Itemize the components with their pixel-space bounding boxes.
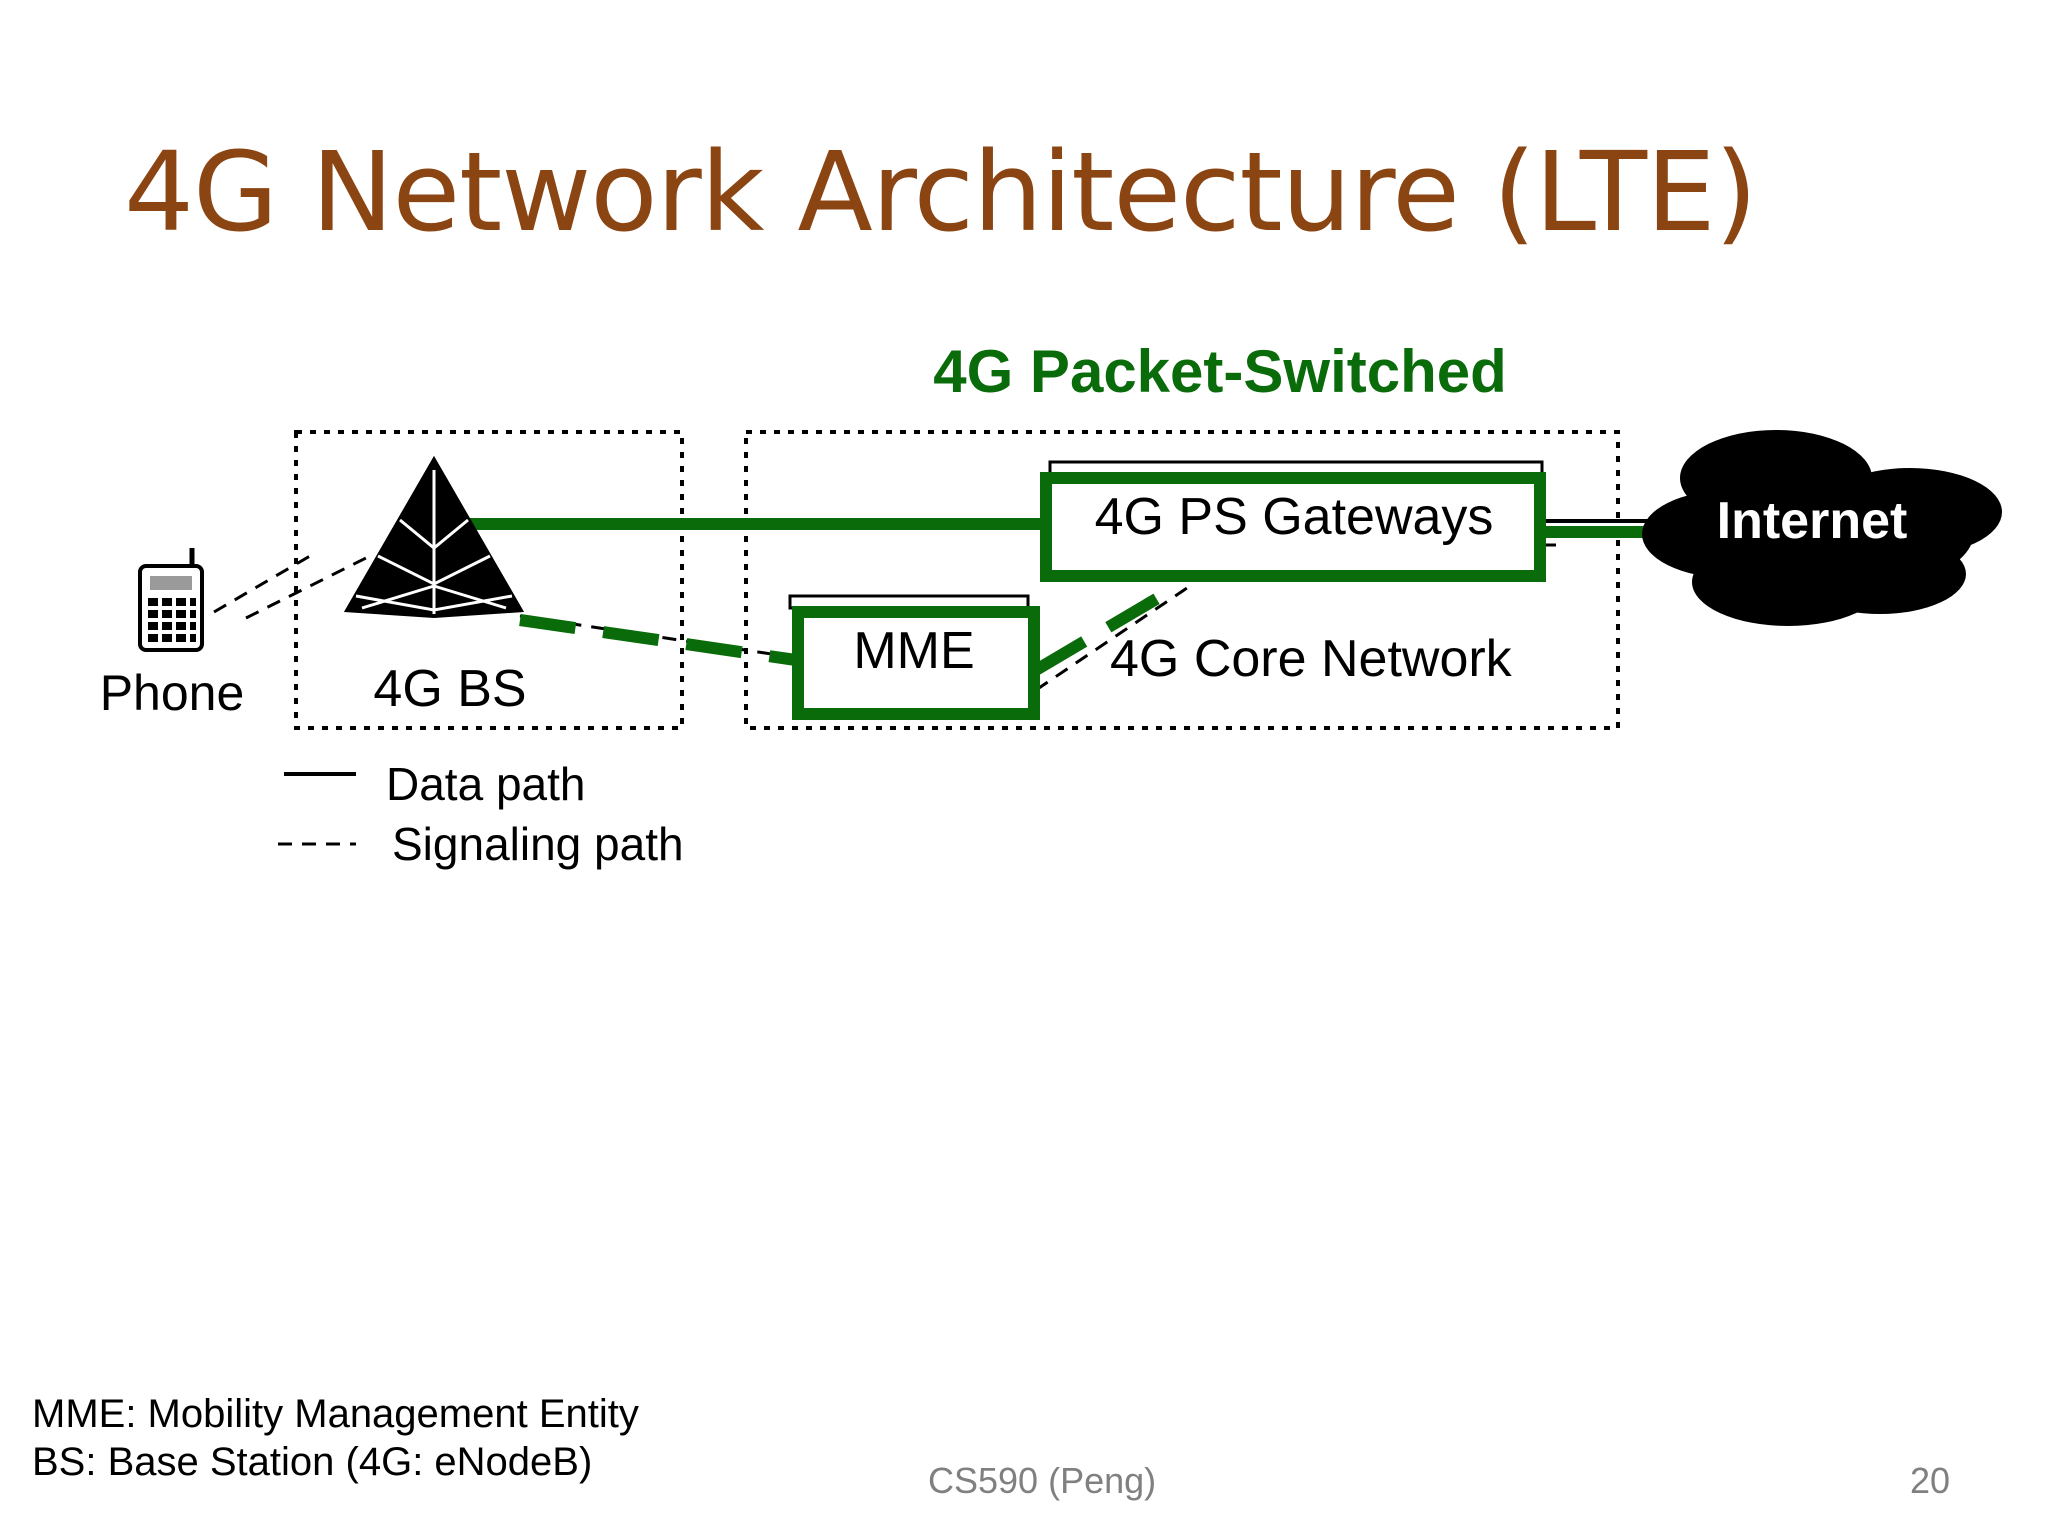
- internet-label: Internet: [1717, 492, 1908, 550]
- packet-switched-label: 4G Packet-Switched: [933, 338, 1507, 405]
- legend-signaling-path-label: Signaling path: [392, 818, 684, 870]
- core-network-area: [744, 430, 1620, 730]
- mme-label: MME: [853, 622, 974, 680]
- footnote-mme: MME: Mobility Management Entity: [32, 1392, 639, 1436]
- page-number: 20: [1910, 1460, 1951, 1501]
- gateways-label: 4G PS Gateways: [1095, 488, 1494, 546]
- footer-course: CS590 (Peng): [928, 1460, 1157, 1501]
- base-station-area: [294, 430, 684, 730]
- phone-icon: [138, 548, 204, 652]
- phone-label: Phone: [100, 665, 245, 721]
- mme-box: [788, 594, 1040, 720]
- signaling-path-bs-mme: [519, 614, 797, 666]
- slide-title: 4G Network Architecture (LTE): [124, 128, 1757, 256]
- base-station-icon: [344, 456, 524, 618]
- cloud-icon: [1642, 430, 2002, 626]
- legend-data-path-label: Data path: [386, 758, 585, 810]
- core-network-label: 4G Core Network: [1110, 630, 1513, 688]
- base-station-label: 4G BS: [373, 660, 526, 718]
- footnotes: MME: Mobility Management Entity BS: Base…: [32, 1390, 639, 1486]
- signaling-paths: [213, 554, 1191, 692]
- signaling-path-mme-gateway: [1032, 586, 1172, 676]
- gateways-box: [1040, 460, 1546, 582]
- legend: Data path Signaling path: [278, 758, 684, 870]
- footnote-bs: BS: Base Station (4G: eNodeB): [32, 1440, 593, 1484]
